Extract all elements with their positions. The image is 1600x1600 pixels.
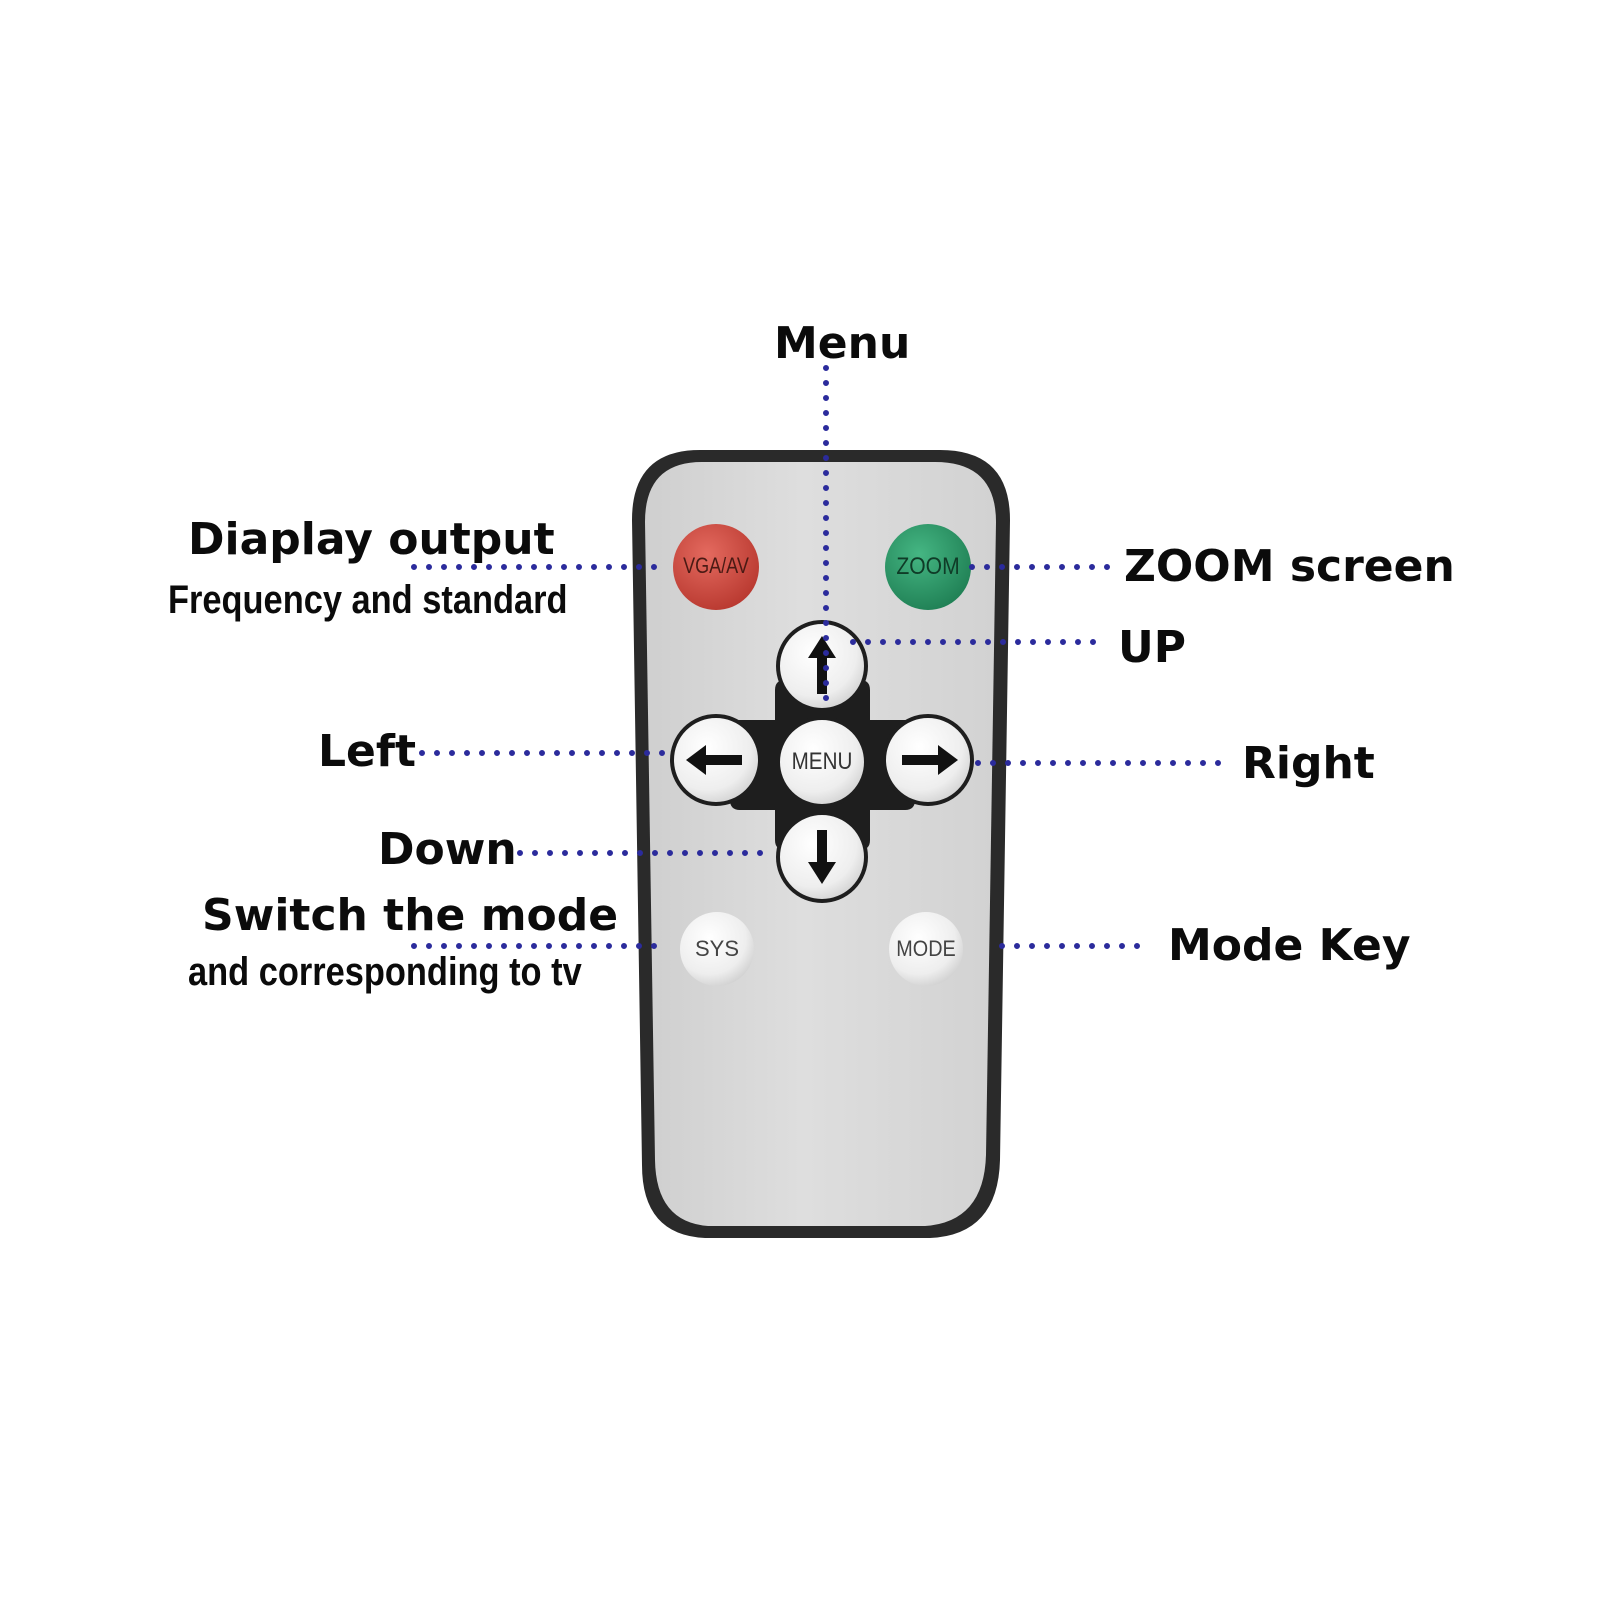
vga-av-button[interactable]: VGA/AV [683, 553, 749, 578]
callout-menu: Menu [774, 318, 911, 369]
menu-button-shape [776, 716, 868, 808]
up-arrow-icon [808, 636, 836, 694]
callout-display-output: Diaplay output [188, 514, 555, 565]
right-arrow-icon [902, 745, 958, 775]
mode-button[interactable]: MODE [896, 936, 956, 961]
sys-button[interactable]: SYS [694, 936, 740, 961]
callout-zoom-screen: ZOOM screen [1124, 541, 1455, 592]
leader-lines [411, 365, 1225, 949]
mode-button-shape [889, 912, 963, 986]
down-arrow-icon [808, 830, 836, 884]
callout-up: UP [1118, 622, 1186, 673]
sys-button-shape [680, 912, 754, 986]
menu-button[interactable]: MENU [791, 748, 853, 775]
callout-mode-key: Mode Key [1168, 920, 1411, 971]
callout-switch-mode-sub: and corresponding to tv [188, 950, 582, 994]
callout-switch-mode: Switch the mode [202, 890, 619, 941]
left-arrow-icon [686, 745, 742, 775]
zoom-button[interactable]: ZOOM [896, 553, 960, 580]
callout-right: Right [1242, 738, 1375, 789]
vga-av-button-shape [673, 524, 759, 610]
zoom-button-shape [885, 524, 971, 610]
callout-display-output-sub: Frequency and standard [168, 578, 568, 622]
callout-down: Down [378, 824, 517, 875]
callout-left: Left [318, 726, 417, 777]
